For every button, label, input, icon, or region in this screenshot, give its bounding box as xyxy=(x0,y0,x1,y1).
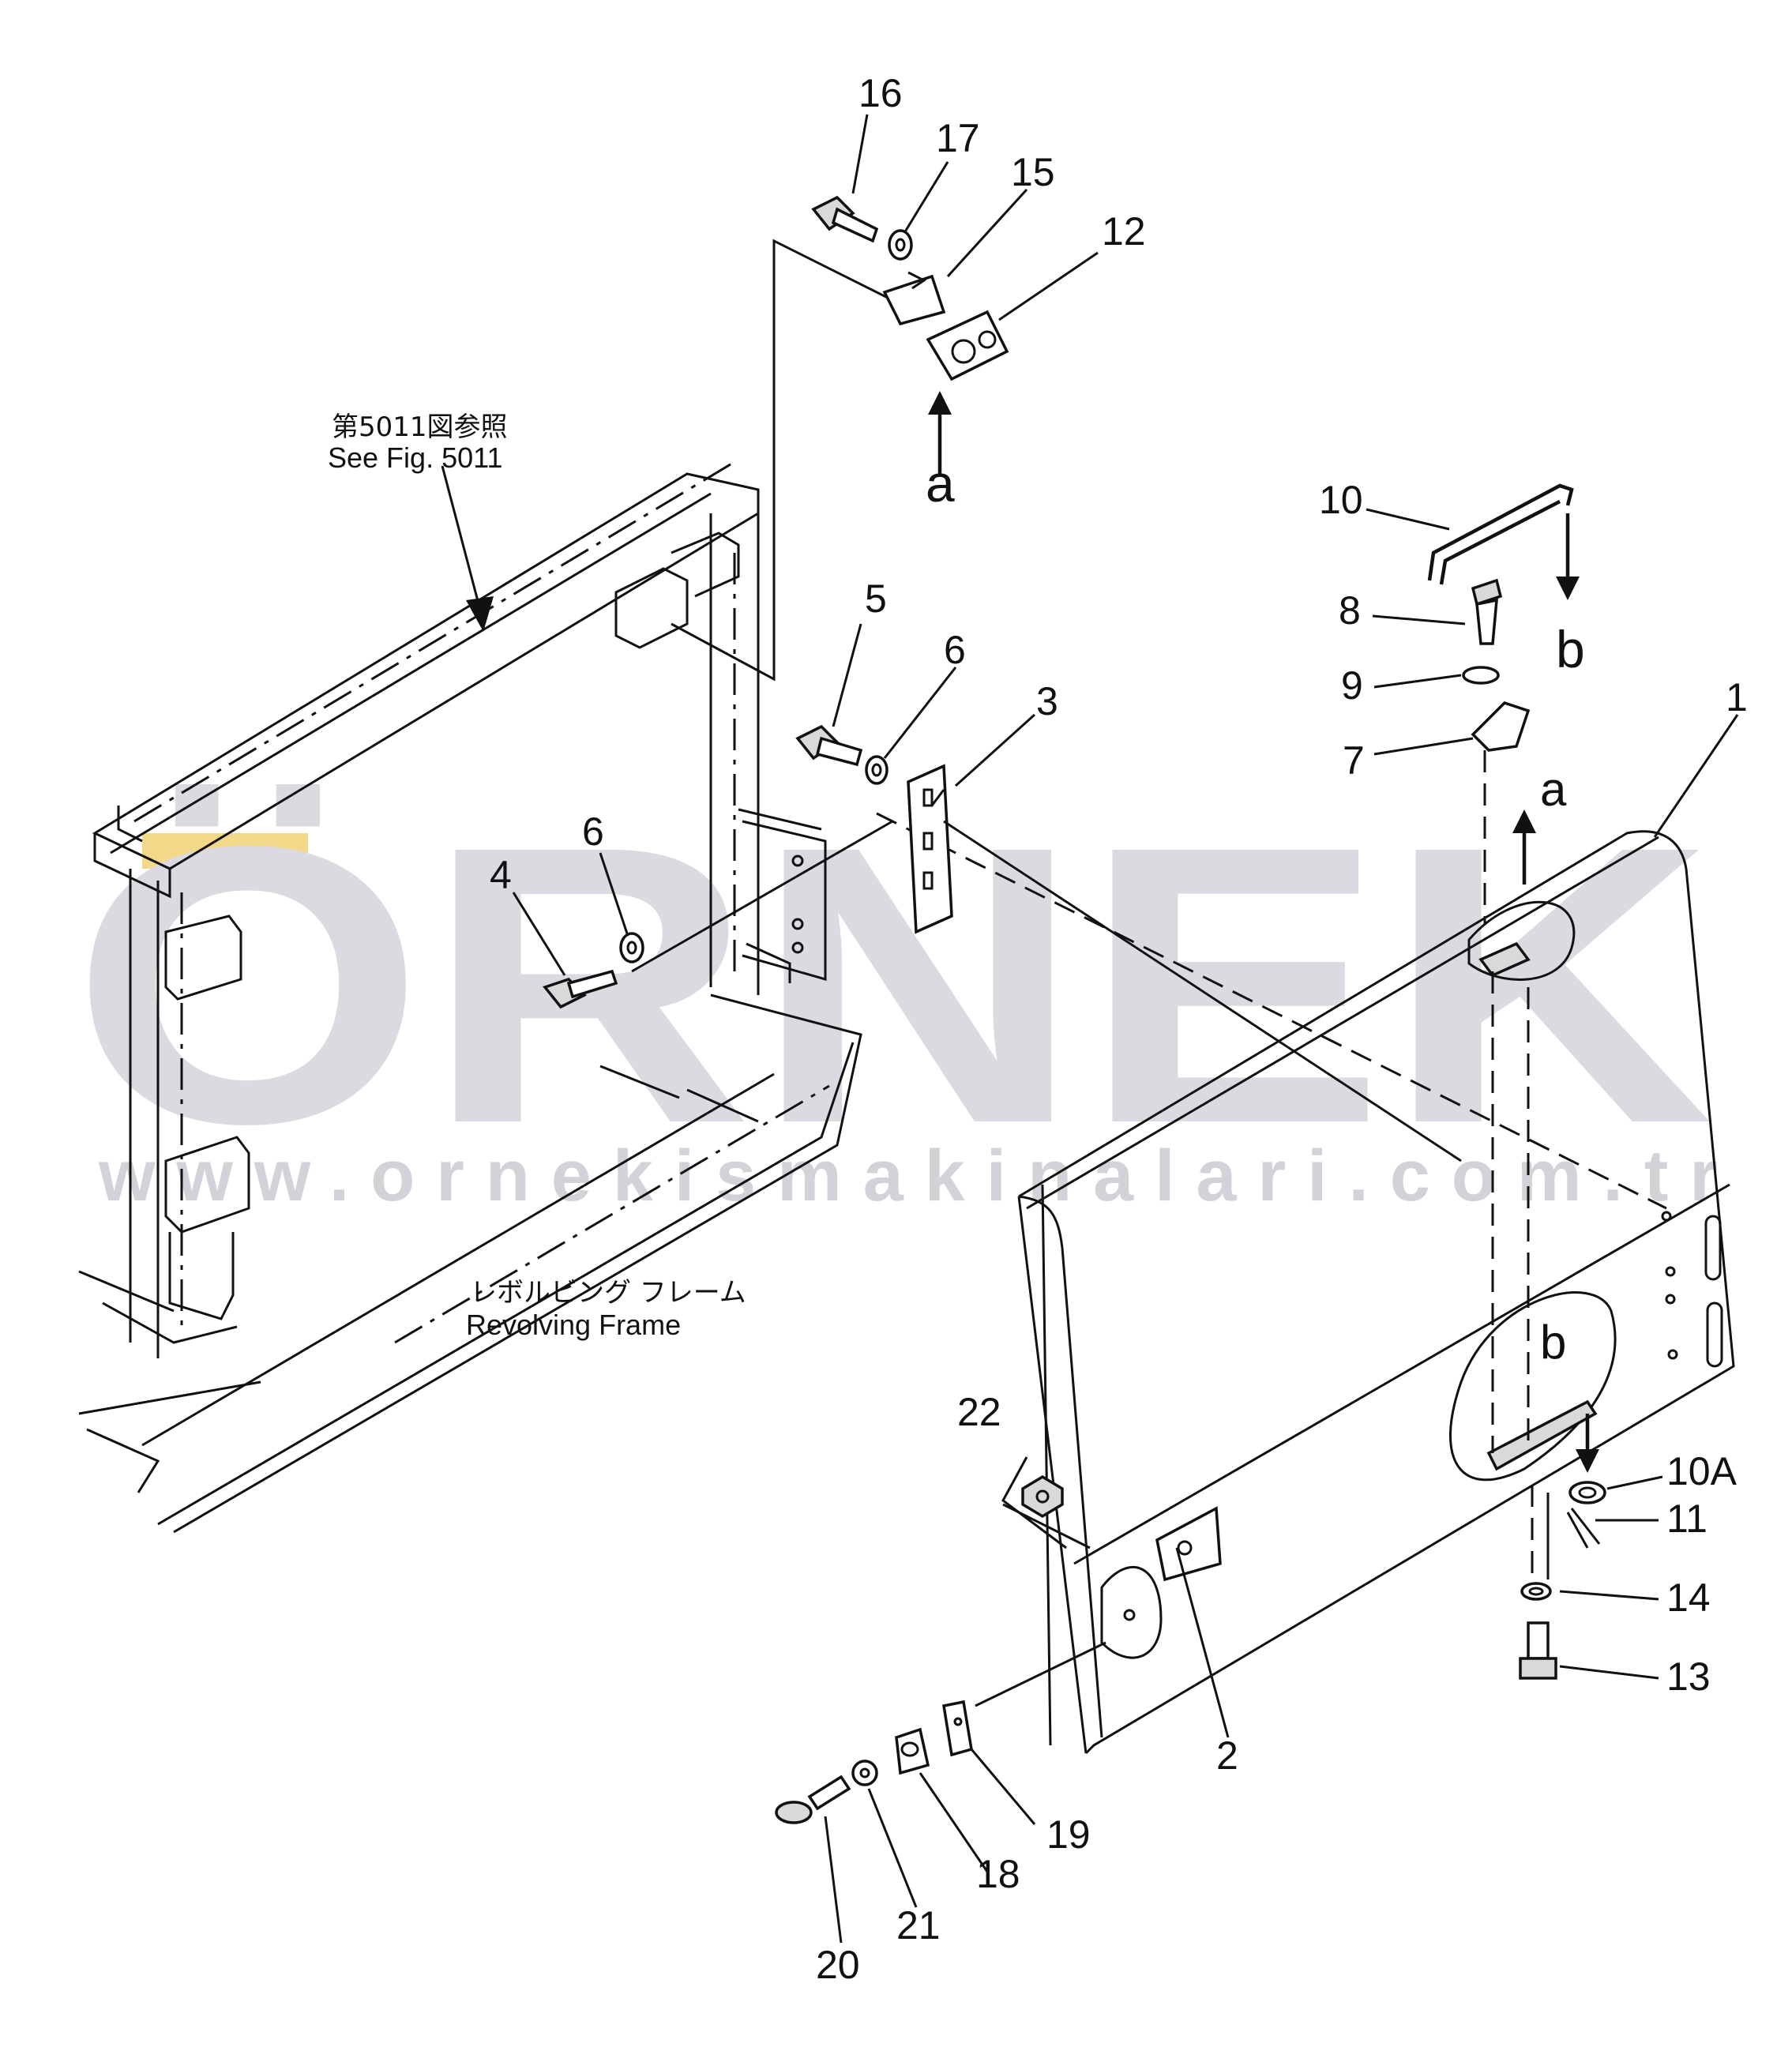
callout-11: 11 xyxy=(1666,1497,1707,1541)
callout-20: 20 xyxy=(816,1943,860,1987)
callout-numbers: 16 17 15 12 10 8 9 7 1 5 6 3 6 4 22 10A … xyxy=(490,71,1748,1987)
view-marker-b-panel: b xyxy=(1540,1316,1566,1369)
door-panel xyxy=(876,812,1735,1755)
callout-3: 3 xyxy=(1036,679,1058,723)
washer-6-left xyxy=(619,932,644,963)
callout-7: 7 xyxy=(1343,738,1365,783)
callout-10a: 10A xyxy=(1666,1449,1738,1493)
lower-right-fasteners xyxy=(1519,1414,1606,1680)
callout-16: 16 xyxy=(858,71,903,115)
callout-4: 4 xyxy=(490,853,512,897)
callout-9: 9 xyxy=(1341,663,1363,708)
callout-13: 13 xyxy=(1666,1654,1711,1699)
callout-17: 17 xyxy=(936,116,980,160)
lower-hinge-fasteners xyxy=(775,1474,1106,1824)
callout-8: 8 xyxy=(1339,588,1361,633)
view-marker-a-right: a xyxy=(1540,763,1567,816)
callout-18: 18 xyxy=(976,1852,1020,1896)
washer-6-right xyxy=(865,755,888,785)
see-fig-label-jp: 第5011図参照 xyxy=(332,411,508,443)
revolving-frame xyxy=(78,239,893,1534)
reference-labels: 第5011図参照 See Fig. 5011 レボルビング フレーム Revol… xyxy=(328,411,746,1341)
leader-lines xyxy=(441,114,1739,1944)
frame-label-en: Revolving Frame xyxy=(466,1309,681,1341)
view-markers: a a b b xyxy=(926,454,1585,1369)
upper-latch-assembly xyxy=(811,195,1009,474)
frame-label-jp: レボルビング フレーム xyxy=(470,1277,746,1309)
callout-12: 12 xyxy=(1102,209,1146,254)
see-fig-label-en: See Fig. 5011 xyxy=(328,441,502,474)
hinge-plate-3 xyxy=(631,764,1462,1162)
striker-assembly xyxy=(1427,483,1580,924)
callout-14: 14 xyxy=(1666,1576,1711,1620)
bolt-5 xyxy=(795,724,863,767)
watermark-accent-bar xyxy=(142,833,308,869)
callout-22: 22 xyxy=(957,1390,1001,1434)
view-marker-b-top: b xyxy=(1556,620,1585,678)
watermark: ÖRNEK www.ornekismakinalari.com.tr xyxy=(71,764,1718,1216)
bolt-4 xyxy=(543,969,618,1009)
callout-2: 2 xyxy=(1216,1733,1238,1778)
callout-19: 19 xyxy=(1046,1812,1091,1857)
watermark-brand: ÖRNEK xyxy=(71,764,1714,1205)
callout-10: 10 xyxy=(1319,478,1363,522)
callout-15: 15 xyxy=(1011,150,1055,194)
callout-1: 1 xyxy=(1726,675,1748,719)
callout-5: 5 xyxy=(865,577,887,621)
callout-6-right: 6 xyxy=(944,628,966,672)
view-marker-a-top: a xyxy=(926,454,955,513)
callout-6-left: 6 xyxy=(582,809,604,854)
callout-21: 21 xyxy=(896,1903,941,1947)
